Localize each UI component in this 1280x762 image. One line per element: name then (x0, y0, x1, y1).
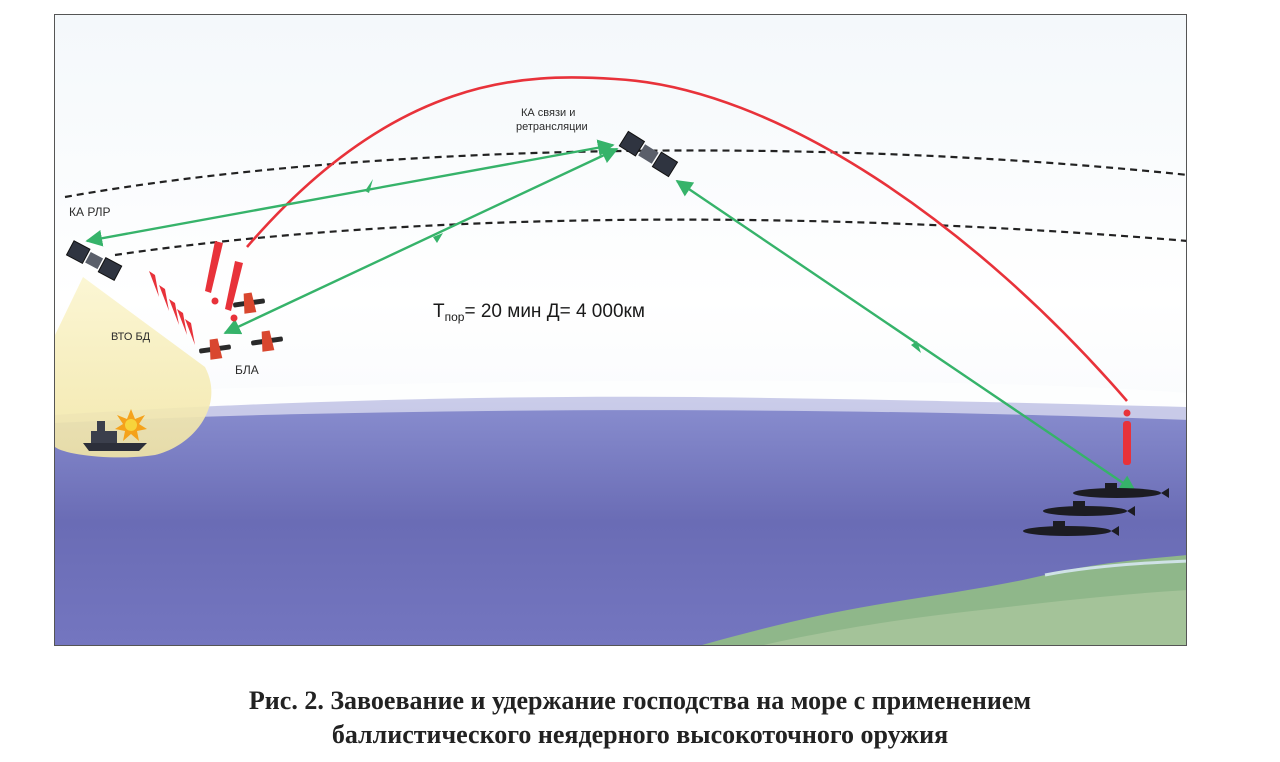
link-relay-to-uav (223, 147, 619, 335)
relay-satellite-label-line1: КА связи и (521, 107, 576, 119)
satellite-icon (65, 240, 123, 281)
missile-icon (1123, 409, 1131, 465)
weapon-label: ВТО БД (111, 331, 151, 343)
figure-caption: Рис. 2. Завоевание и удержание господств… (0, 684, 1280, 752)
coastline (1044, 559, 1186, 577)
explosion-icon (115, 409, 147, 441)
link-zigzag (911, 341, 921, 353)
formula-text: Тпор= 20 мин Д= 4 000км (433, 301, 645, 324)
link-zigzag (433, 233, 443, 243)
diagram-canvas (55, 15, 1186, 645)
relay-satellite-label-line2: ретрансляции (516, 121, 588, 133)
diagram-figure: КА связи и ретрансляции КА РЛР ВТО БД БЛ… (54, 14, 1187, 646)
range-value: Д= 4 000км (546, 301, 645, 322)
missile-icon (149, 241, 243, 345)
link-relay-to-submarine (675, 180, 1137, 492)
time-symbol: Т (433, 301, 445, 322)
time-value: = 20 мин (464, 301, 542, 322)
ship-icon (83, 421, 147, 451)
orbit-lower (114, 218, 1186, 257)
caption-line-1: Рис. 2. Завоевание и удержание господств… (248, 686, 1032, 715)
submarine-icon (1023, 483, 1169, 536)
satellite-icon (618, 130, 679, 178)
uav-label: БЛА (235, 363, 259, 377)
radar-beam (55, 277, 212, 458)
time-subscript: пор (444, 310, 465, 324)
radar-satellite-label: КА РЛР (69, 205, 111, 219)
uav-icon (199, 292, 283, 360)
caption-line-2: баллистического неядерного высокоточного… (331, 720, 949, 749)
land-area-light (763, 590, 1186, 645)
